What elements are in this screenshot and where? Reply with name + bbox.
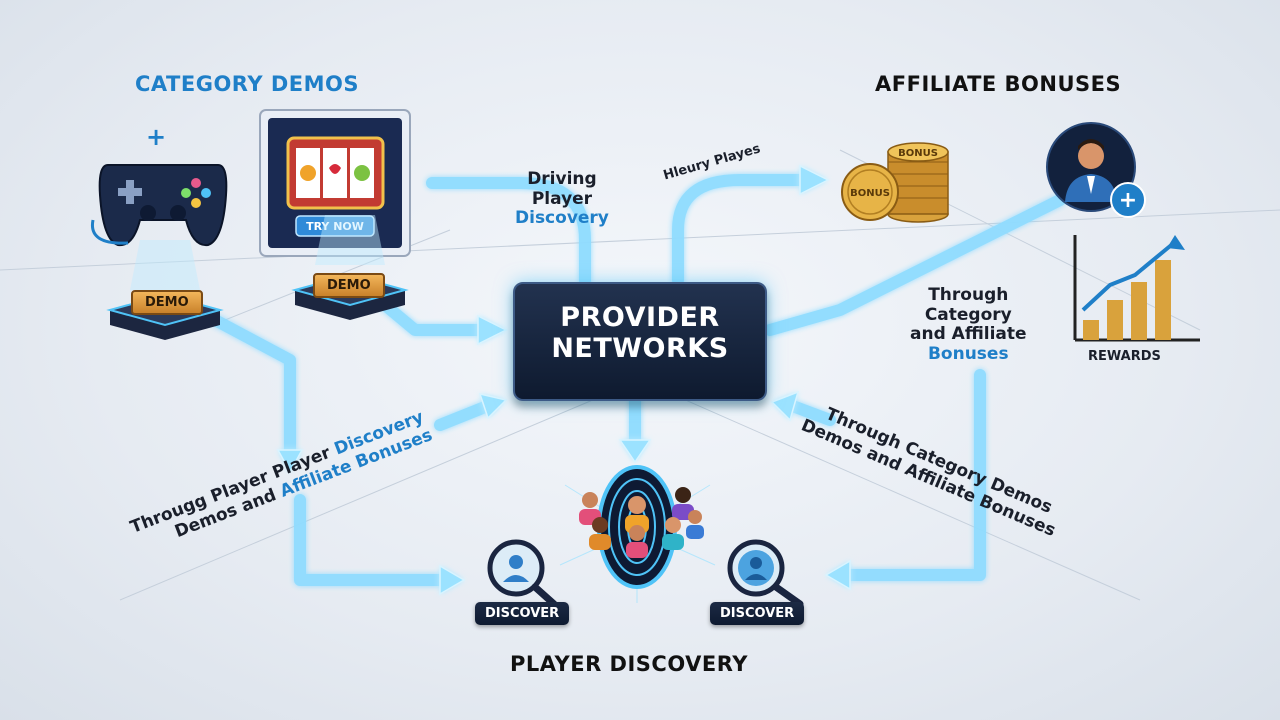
affiliate-bonuses-heading: AFFILIATE BONUSES	[875, 72, 1122, 96]
provider-label: PROVIDER	[560, 302, 720, 333]
through-right-line3: and Affiliate	[910, 324, 1027, 345]
rewards-label: REWARDS	[1088, 349, 1161, 364]
game-controller-icon: +	[90, 125, 228, 247]
svg-text:+: +	[146, 125, 166, 151]
svg-text:+: +	[1119, 188, 1137, 213]
bonus-coin-label-2: BONUS	[850, 188, 890, 199]
slot-machine-icon: TRY NOW	[259, 109, 411, 257]
through-right-line4: Bonuses	[927, 343, 1009, 364]
driving-label: Driving Player Discovery	[515, 169, 609, 229]
arrow-heads	[276, 164, 851, 596]
try-now-button: TRY NOW	[306, 220, 364, 233]
growth-chart-icon	[1073, 235, 1200, 342]
demo-pad-mid	[291, 215, 409, 320]
category-demos-heading: CATEGORY DEMOS	[135, 72, 359, 96]
player-discovery-heading: PLAYER DISCOVERY	[510, 652, 748, 676]
driving-line1: Driving	[527, 169, 597, 189]
fingerprint-crowd-icon	[559, 465, 716, 603]
magnifier-user-icon-left	[487, 539, 558, 608]
driving-line2: Player	[531, 188, 593, 209]
demo-tag-left: DEMO	[131, 290, 203, 315]
driving-line3: Discovery	[515, 208, 609, 229]
through-right-label: Through Category and Affiliate Bonuses	[910, 285, 1027, 364]
demo-tag-mid: DEMO	[313, 273, 385, 298]
businessman-icon: +	[1046, 122, 1146, 218]
through-right-line2: Category	[924, 304, 1012, 325]
flow-paths	[209, 174, 1066, 586]
magnifier-user-icon-right	[727, 539, 804, 608]
provider-networks-block: PROVIDER NETWORKS	[513, 282, 767, 401]
bonus-coin-label-1: BONUS	[898, 148, 938, 159]
discover-button-left[interactable]: DISCOVER	[475, 602, 570, 625]
through-right-line1: Through	[928, 285, 1009, 305]
crowd-people	[579, 487, 704, 558]
coin-stack-icon: BONUS BONUS	[841, 142, 949, 223]
networks-label: NETWORKS	[551, 333, 729, 365]
discover-button-right[interactable]: DISCOVER	[710, 602, 805, 625]
